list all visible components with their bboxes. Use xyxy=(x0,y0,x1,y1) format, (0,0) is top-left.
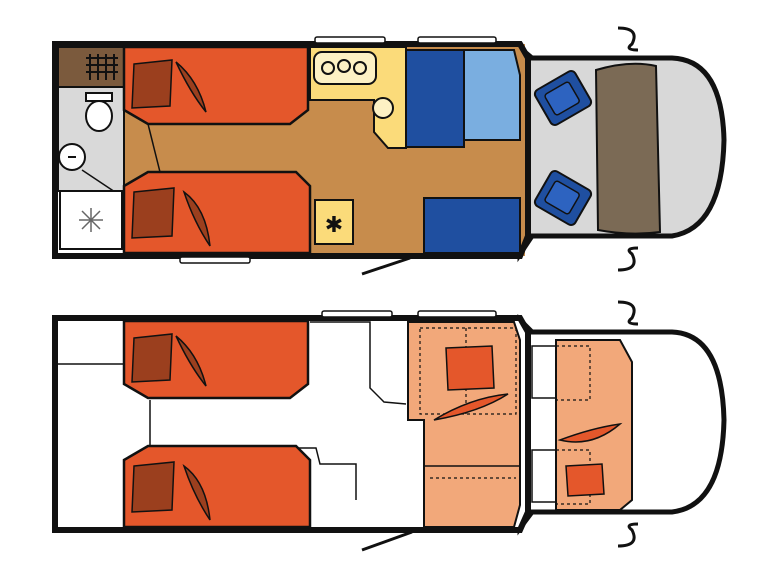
window xyxy=(179,256,251,264)
cab-seat xyxy=(531,345,557,399)
day-layout: ✱ xyxy=(52,26,727,276)
swivel-seat-lower xyxy=(533,170,593,226)
pillow xyxy=(131,461,175,513)
pillow xyxy=(445,345,495,391)
night-layout xyxy=(52,300,727,552)
window xyxy=(321,310,393,318)
side-bench xyxy=(423,197,521,254)
mirror xyxy=(617,26,639,52)
pillow xyxy=(565,463,605,497)
wardrobe-hangers-icon xyxy=(86,54,118,80)
window xyxy=(314,36,386,44)
dinette-table xyxy=(463,49,521,141)
pillow xyxy=(131,59,173,109)
toilet-icon xyxy=(85,100,113,132)
dashboard xyxy=(594,62,662,235)
bathroom xyxy=(57,86,125,192)
snowflake-icon: ✱ xyxy=(325,213,343,238)
aisle-outline xyxy=(149,400,357,500)
cab-seat xyxy=(531,449,557,503)
entry-door xyxy=(361,256,411,276)
window xyxy=(417,310,497,318)
shower-icon xyxy=(79,208,103,232)
window xyxy=(417,36,497,44)
swivel-seat-upper xyxy=(533,70,593,126)
pillow xyxy=(131,333,173,383)
body-outline xyxy=(52,41,531,259)
pillow xyxy=(131,187,175,239)
mirror xyxy=(617,246,639,272)
fridge xyxy=(314,199,354,245)
dinette-bench xyxy=(405,49,465,148)
shower xyxy=(59,190,123,250)
entry-door xyxy=(361,530,413,552)
mirror xyxy=(617,300,639,326)
sink-icon xyxy=(372,97,394,119)
body-outline xyxy=(52,315,531,533)
mirror xyxy=(617,522,639,548)
